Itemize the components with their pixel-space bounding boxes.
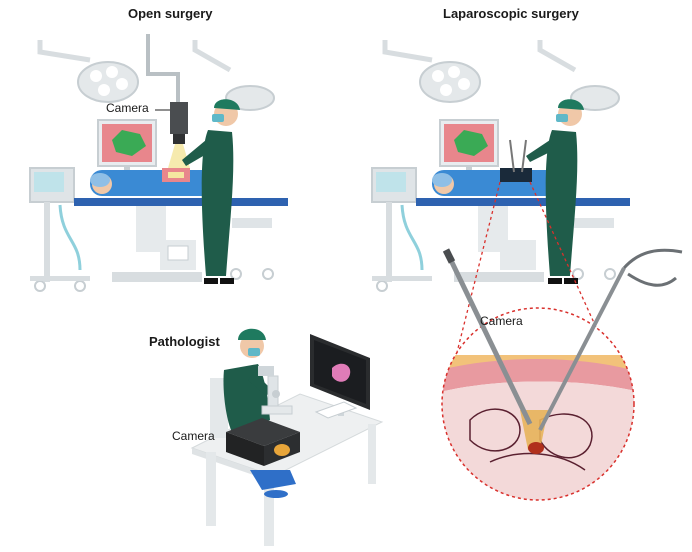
monitor [439,119,499,180]
monitor [97,119,157,180]
grasper-instrument [538,248,683,431]
overhead-camera [146,34,190,168]
pathologist-camera-label: Camera [172,429,215,443]
anesthesia-machine [371,167,432,292]
zoom-inset [441,307,635,501]
open-surgery-scene [29,34,288,292]
operating-table [416,139,630,282]
microscope [258,366,293,415]
zoom-guide-line [449,181,501,381]
surgeon [526,99,584,284]
surgical-light [382,40,620,111]
surgeon [182,99,240,284]
open-surgery-title: Open surgery [128,6,213,21]
surgical-light [37,40,275,111]
chair [210,378,228,438]
laparoscopic-surgery-scene [371,40,683,501]
laparoscopic-surgery-title: Laparoscopic surgery [443,6,579,21]
open-surgery-camera-label: Camera [106,101,149,115]
pathology-monitor [310,334,370,419]
pathologist-scene [190,328,384,546]
pathologist-figure [223,328,296,498]
pathologist-title: Pathologist [149,334,220,349]
laparoscope [442,248,533,426]
operating-table [74,168,288,282]
pathology-camera-box [226,418,300,466]
laparoscope-camera-label: Camera [480,314,523,328]
anesthesia-machine [29,167,90,292]
